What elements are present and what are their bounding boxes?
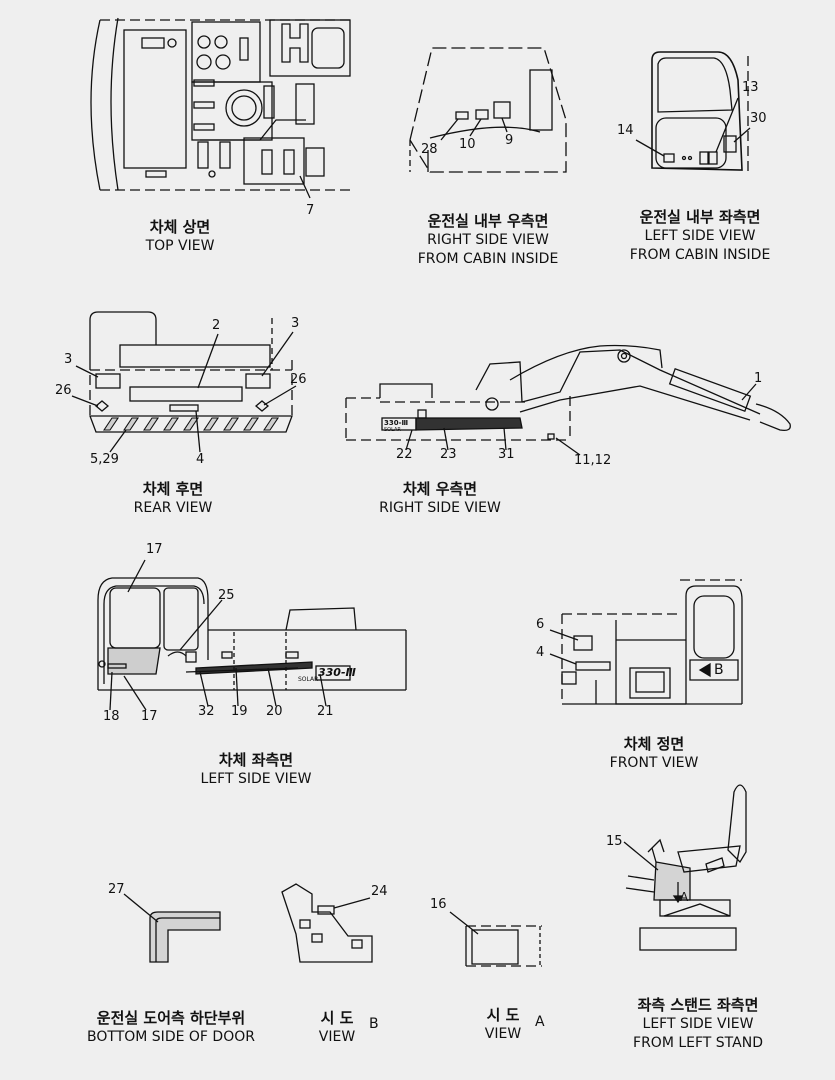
callout-26-right: 26 [290, 372, 307, 387]
right-cabin-title-en2: FROM CABIN INSIDE [417, 251, 559, 267]
seat-stand-drawing [623, 784, 747, 951]
stand-title-en2: FROM LEFT STAND [633, 1035, 763, 1051]
callout-21: 21 [317, 704, 334, 719]
front-view-title-ko: 차체 정면 [623, 735, 685, 753]
solar-badge-right: SOLAR [384, 427, 401, 433]
left-side-caption: 차체 좌측면 LEFT SIDE VIEW [186, 751, 326, 789]
view-b-ref: B [369, 1016, 379, 1032]
callout-2: 2 [212, 318, 221, 333]
left-cabin-title-en2: FROM CABIN INSIDE [629, 247, 771, 263]
view-a-ref: A [535, 1014, 545, 1030]
rear-view-title-ko: 차체 후면 [142, 480, 204, 498]
callout-27: 27 [108, 882, 125, 897]
model-badge-right: 330-Ⅲ [384, 419, 409, 427]
callout-25: 25 [218, 588, 235, 603]
view-a-title-ko: 시 도 [486, 1006, 520, 1024]
callout-10: 10 [459, 137, 476, 152]
front-view-drawing [549, 579, 743, 705]
callout-13: 13 [742, 80, 759, 95]
callout-7: 7 [306, 203, 315, 218]
callout-28: 28 [421, 142, 438, 157]
callout-6: 6 [536, 617, 545, 632]
callout-17-bottom: 17 [141, 709, 158, 724]
callout-16: 16 [430, 897, 447, 912]
callout-3-left: 3 [64, 352, 73, 367]
callout-19: 19 [231, 704, 248, 719]
model-badge-left: 330-Ⅲ [318, 666, 356, 679]
right-side-title-en: RIGHT SIDE VIEW [379, 500, 501, 516]
view-b-drawing [281, 883, 373, 963]
stand-title-en1: LEFT SIDE VIEW [642, 1016, 754, 1032]
door-bottom-drawing [123, 893, 221, 963]
left-side-title-ko: 차체 좌측면 [218, 751, 294, 769]
door-bottom-caption: 운전실 도어측 하단부위 BOTTOM SIDE OF DOOR [76, 1009, 266, 1047]
view-b-title-en: VIEW [318, 1029, 356, 1045]
left-cabin-title-ko: 운전실 내부 좌측면 [639, 208, 761, 226]
solar-badge-left: SOLAR [298, 676, 319, 683]
left-cabin-inside-drawing [635, 51, 751, 172]
callout-4-rear: 4 [196, 452, 205, 467]
view-b-title-ko: 시 도 [320, 1009, 354, 1027]
callout-5-29: 5,29 [90, 452, 119, 467]
top-view-title-ko: 차체 상면 [149, 218, 211, 236]
view-b-caption: 시 도 VIEW [306, 1009, 368, 1047]
callout-17-top: 17 [146, 542, 163, 557]
top-view-drawing [90, 17, 351, 199]
door-bottom-title-ko: 운전실 도어측 하단부위 [96, 1009, 246, 1027]
callout-1: 1 [754, 371, 763, 386]
left-side-view-drawing [97, 559, 407, 711]
door-bottom-title-en: BOTTOM SIDE OF DOOR [87, 1029, 255, 1045]
front-view-caption: 차체 정면 FRONT VIEW [594, 735, 714, 773]
right-cabin-caption: 운전실 내부 우측면 RIGHT SIDE VIEW FROM CABIN IN… [398, 212, 578, 269]
callout-14: 14 [617, 123, 634, 138]
right-cabin-title-en1: RIGHT SIDE VIEW [427, 232, 549, 248]
stand-title-ko: 좌측 스탠드 좌측면 [637, 996, 759, 1014]
callout-30: 30 [750, 111, 767, 126]
callout-26-left: 26 [55, 383, 72, 398]
left-side-title-en: LEFT SIDE VIEW [200, 771, 312, 787]
arrow-b-label: B [714, 662, 724, 678]
callout-24: 24 [371, 884, 388, 899]
top-view-caption: 차체 상면 TOP VIEW [120, 218, 240, 256]
right-cabin-title-ko: 운전실 내부 우측면 [427, 212, 549, 230]
top-view-title-en: TOP VIEW [145, 238, 215, 254]
callout-22: 22 [396, 447, 413, 462]
front-view-title-en: FRONT VIEW [609, 755, 699, 771]
stand-caption: 좌측 스탠드 좌측면 LEFT SIDE VIEW FROM LEFT STAN… [608, 996, 788, 1053]
rear-view-drawing [71, 311, 297, 453]
callout-4-front: 4 [536, 645, 545, 660]
callout-9: 9 [505, 133, 514, 148]
callout-32: 32 [198, 704, 215, 719]
callout-18: 18 [103, 709, 120, 724]
right-side-caption: 차체 우측면 RIGHT SIDE VIEW [368, 480, 512, 518]
callout-3-right: 3 [291, 316, 300, 331]
callout-20: 20 [266, 704, 283, 719]
left-cabin-title-en1: LEFT SIDE VIEW [644, 228, 756, 244]
view-a-caption: 시 도 VIEW [472, 1006, 534, 1044]
right-side-title-ko: 차체 우측면 [402, 480, 478, 498]
callout-31: 31 [498, 447, 515, 462]
left-cabin-caption: 운전실 내부 좌측면 LEFT SIDE VIEW FROM CABIN INS… [612, 208, 788, 265]
view-a-drawing [449, 911, 542, 967]
callout-11-12: 11,12 [574, 453, 612, 468]
arrow-a-label: A [680, 890, 689, 904]
rear-view-title-en: REAR VIEW [133, 500, 213, 516]
callout-23: 23 [440, 447, 457, 462]
right-side-view-drawing [345, 344, 791, 456]
rear-view-caption: 차체 후면 REAR VIEW [118, 480, 228, 518]
right-cabin-inside-drawing [409, 47, 567, 173]
callout-15: 15 [606, 834, 623, 849]
view-a-title-en: VIEW [484, 1026, 522, 1042]
